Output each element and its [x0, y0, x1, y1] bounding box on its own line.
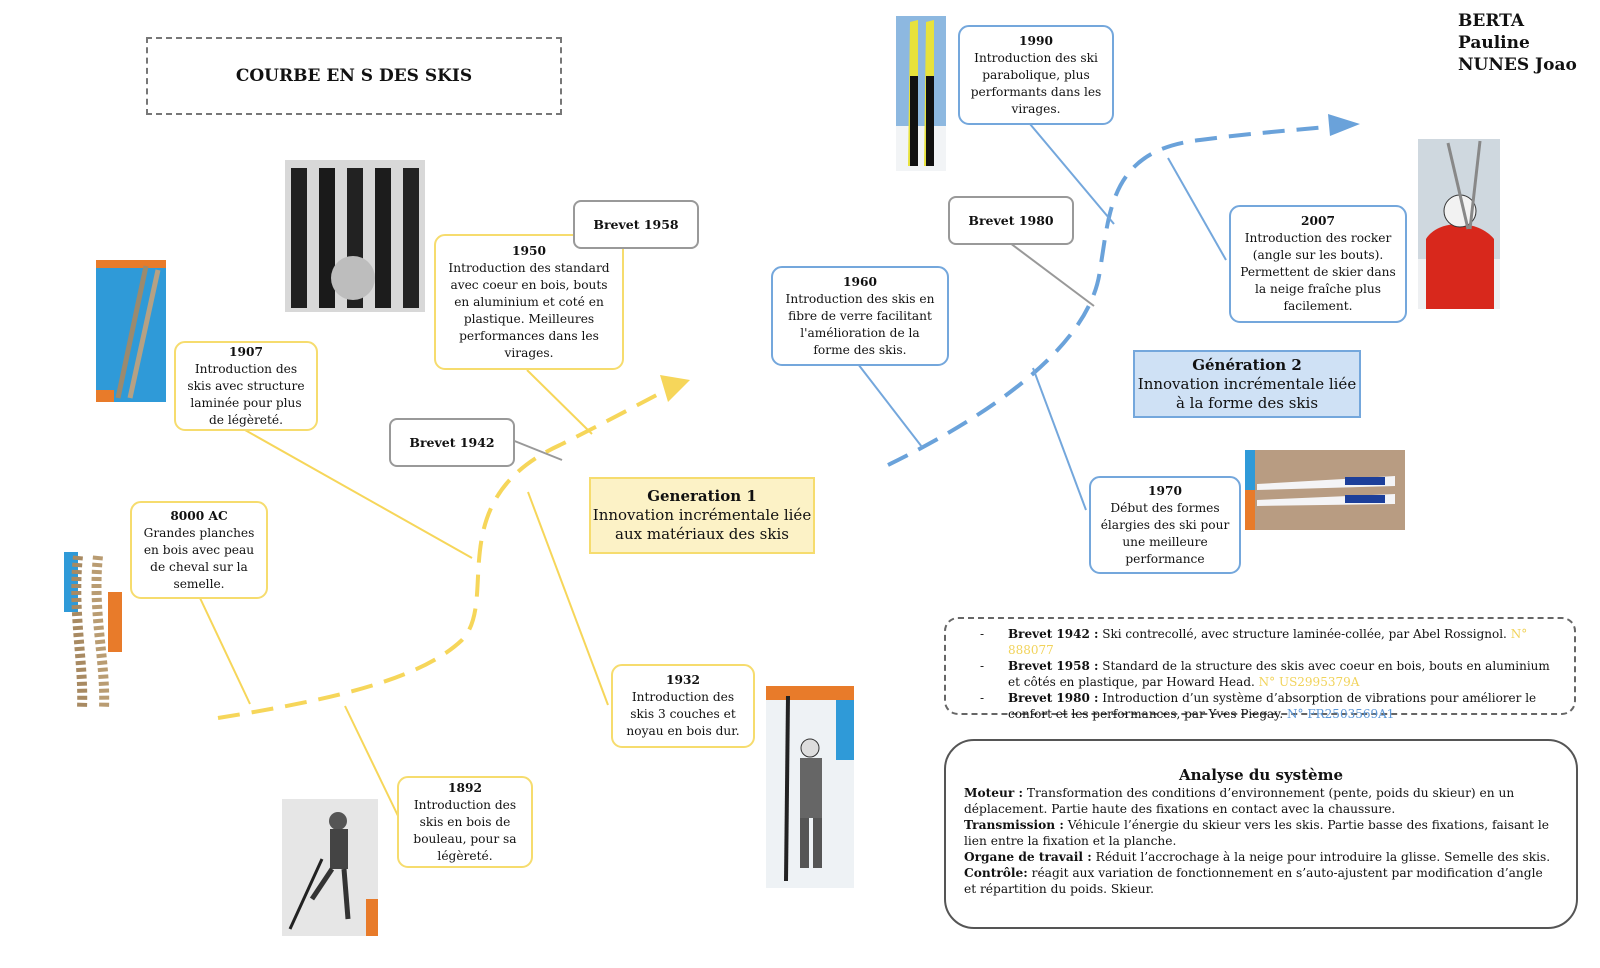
event-1907-bubble: 1907 Introduction des skis avec structur… [174, 341, 318, 431]
generation2-label: Génération 2 Innovation incrémentale lié… [1133, 350, 1361, 418]
analysis-item: Organe de travail : Réduit l’accrochage … [964, 849, 1558, 865]
analysis-text: réagit aux variation de fonctionnement e… [964, 866, 1543, 896]
event-8000-bubble: 8000 AC Grandes planches en bois avec pe… [130, 501, 268, 599]
analysis-text: Réduit l’accrochage à la neige pour intr… [1091, 850, 1551, 864]
brevet-1958-box: Brevet 1958 [573, 200, 699, 249]
event-1932-text: Introduction des skis 3 couches et noyau… [626, 690, 740, 738]
photo-skis-1990 [896, 16, 946, 171]
patent-number: N° FR2503569A1 [1287, 707, 1395, 721]
generation2-title: Génération 2 [1192, 355, 1302, 374]
patent-text: Ski contrecollé, avec structure laminée-… [1098, 627, 1507, 641]
connector-brevet1980 [1009, 242, 1095, 307]
connector-1892 [344, 705, 401, 821]
generation1-label: Generation 1 Innovation incrémentale lié… [589, 477, 815, 554]
analysis-item: Transmission : Véhicule l’énergie du ski… [964, 817, 1558, 849]
patent-item: - Brevet 1958 : Standard de la structure… [980, 658, 1560, 690]
patent-text: Introduction d’un système d’absorption d… [1008, 691, 1537, 721]
analysis-label: Moteur : [964, 786, 1024, 800]
patent-label: Brevet 1942 : [1008, 627, 1099, 641]
connector-brevet1942 [511, 439, 563, 461]
event-2007-text: Introduction des rocker (angle sur les b… [1240, 231, 1396, 313]
analysis-label: Contrôle: [964, 866, 1028, 880]
event-1990-year: 1990 [1019, 33, 1053, 48]
event-1970-text: Début des formes élargies des ski pour u… [1100, 500, 1230, 566]
system-analysis-box: Analyse du système Moteur : Transformati… [944, 739, 1578, 929]
event-8000-year: 8000 AC [170, 508, 228, 523]
analysis-label: Organe de travail : [964, 850, 1092, 864]
connector-1907 [244, 429, 473, 559]
event-2007-bubble: 2007 Introduction des rocker (angle sur … [1229, 205, 1407, 323]
photo-skis-1970 [1245, 450, 1405, 530]
event-1932-bubble: 1932 Introduction des skis 3 couches et … [611, 664, 755, 748]
authors: BERTA Pauline NUNES Joao [1458, 10, 1600, 76]
patent-number: N° 888077 [1008, 627, 1528, 657]
list-dash: - [980, 691, 985, 705]
connector-1950 [526, 369, 593, 435]
analysis-item: Moteur : Transformation des conditions d… [964, 785, 1558, 817]
event-1970-bubble: 1970 Début des formes élargies des ski p… [1089, 476, 1241, 574]
connector-1960 [857, 363, 923, 448]
generation2-line1: Innovation incrémentale liée [1137, 374, 1357, 393]
photo-skier-1892 [282, 799, 378, 936]
patent-label: Brevet 1958 : [1008, 659, 1099, 673]
photo-skis-8000 [64, 552, 122, 712]
generation2-arrowhead [1328, 114, 1360, 136]
patent-text: Standard de la structure des skis avec c… [1008, 659, 1550, 689]
event-1960-text: Introduction des skis en fibre de verre … [785, 291, 935, 357]
analysis-label: Transmission : [964, 818, 1064, 832]
event-1892-text: Introduction des skis en bois de bouleau… [413, 797, 517, 863]
analysis-title: Analyse du système [1179, 766, 1343, 784]
author-2: NUNES Joao [1458, 55, 1577, 75]
photo-skier-2007 [1418, 139, 1500, 309]
event-1960-year: 1960 [843, 274, 877, 289]
patent-item: - Brevet 1980 : Introduction d’un systèm… [980, 690, 1560, 722]
event-1950-year: 1950 [512, 243, 546, 258]
event-1990-text: Introduction des ski parabolique, plus p… [970, 50, 1102, 116]
page-title: COURBE EN S DES SKIS [146, 37, 562, 115]
connector-1990 [1029, 123, 1115, 225]
event-2007-year: 2007 [1301, 214, 1335, 228]
event-1892-year: 1892 [448, 780, 482, 795]
generation1-line1: Innovation incrémentale liée [592, 506, 812, 524]
patent-item: - Brevet 1942 : Ski contrecollé, avec st… [980, 626, 1560, 658]
event-1907-year: 1907 [229, 344, 263, 359]
connector-1932 [527, 491, 609, 706]
photo-skier-1932 [766, 686, 854, 888]
event-1907-text: Introduction des skis avec structure lam… [187, 361, 305, 427]
connector-1970 [1032, 367, 1087, 511]
photo-skis-1907 [96, 260, 166, 402]
event-1950-text: Introduction des standard avec coeur en … [448, 260, 610, 360]
event-1932-year: 1932 [666, 673, 700, 687]
list-dash: - [980, 627, 985, 641]
generation1-arrowhead [660, 375, 690, 402]
event-1892-bubble: 1892 Introduction des skis en bois de bo… [397, 776, 533, 868]
brevet-1980-box: Brevet 1980 [948, 196, 1074, 245]
author-1: BERTA Pauline [1458, 11, 1530, 53]
event-8000-text: Grandes planches en bois avec peau de ch… [143, 525, 255, 591]
analysis-item: Contrôle: réagit aux variation de foncti… [964, 865, 1558, 897]
event-1970-year: 1970 [1148, 483, 1182, 498]
generation1-curve [217, 383, 677, 720]
patent-label: Brevet 1980 : [1008, 691, 1099, 705]
event-1960-bubble: 1960 Introduction des skis en fibre de v… [771, 266, 949, 366]
analysis-text: Véhicule l’énergie du skieur vers les sk… [964, 818, 1549, 848]
analysis-text: Transformation des conditions d’environn… [964, 786, 1515, 816]
photo-skis-1950 [285, 160, 425, 312]
generation2-line2: à la forme des skis [1175, 393, 1319, 412]
connector-8000 [199, 597, 251, 705]
patents-list: - Brevet 1942 : Ski contrecollé, avec st… [944, 617, 1576, 721]
patent-number: N° US2995379A [1258, 675, 1360, 689]
list-dash: - [980, 659, 985, 673]
brevet-1942-box: Brevet 1942 [389, 418, 515, 467]
generation1-line2: aux matériaux des skis [615, 525, 789, 543]
event-1950-bubble: 1950 Introduction des standard avec coeu… [434, 234, 624, 370]
generation1-title: Generation 1 [647, 487, 757, 505]
connector-2007 [1167, 157, 1227, 261]
event-1990-bubble: 1990 Introduction des ski parabolique, p… [958, 25, 1114, 125]
